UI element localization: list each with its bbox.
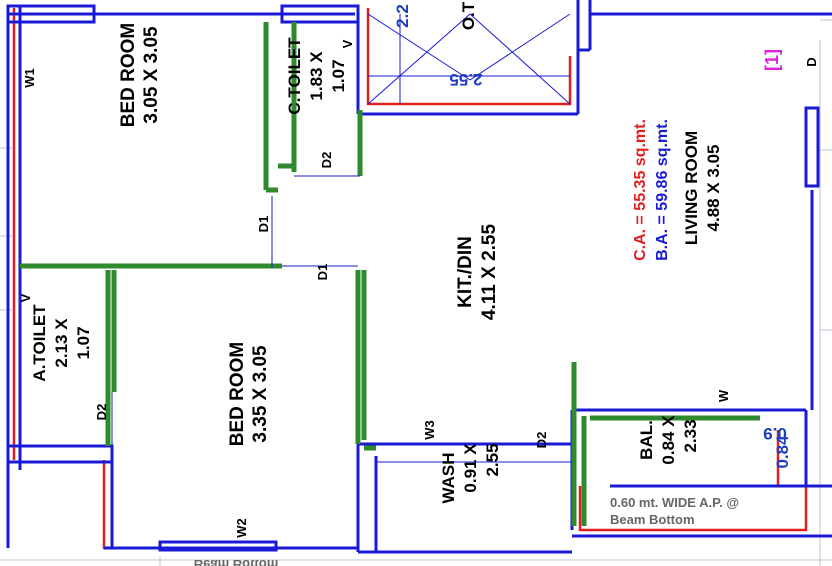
kit-din-name: KIT./DIN <box>455 236 476 308</box>
ap-note-line1: 0.60 mt. WIDE A.P. @ <box>610 495 739 510</box>
carpet-area-text: C.A. = 55.35 sq.mt. <box>632 119 649 261</box>
built-area-text: B.A. = 59.86 sq.mt. <box>654 119 671 261</box>
bal-width: 0.84 X <box>659 415 678 465</box>
tag-d1-bed2: D1 <box>315 264 330 281</box>
tag-d2-ctoilet: D2 <box>319 152 334 169</box>
c-toilet-name: C.TOILET <box>285 37 304 115</box>
tag-d-living: D <box>804 57 819 66</box>
bed-room-1-name: BED ROOM <box>118 23 139 128</box>
tag-w3: W3 <box>422 420 437 440</box>
a-toilet-width: 2.13 X <box>52 318 71 368</box>
living-room-size: 4.88 X 3.05 <box>704 145 723 232</box>
dim-bal-right: 0.84 <box>773 435 792 469</box>
bal-height: 2.33 <box>681 419 700 452</box>
c-toilet-height: 1.07 <box>329 59 348 92</box>
ap-note-line2: Beam Bottom <box>610 512 695 527</box>
a-toilet-height: 1.07 <box>74 326 93 359</box>
bed-room-1-size: 3.05 X 3.05 <box>141 26 162 124</box>
tag-d1-bed1: D1 <box>256 216 271 233</box>
tag-d2-atoilet: D2 <box>94 404 109 421</box>
living-room-name: LIVING ROOM <box>682 131 701 245</box>
tag-v-atoilet: V <box>18 293 33 302</box>
bal-name: BAL. <box>637 420 656 460</box>
beam-bottom-mirrored: Beam Bottom <box>194 557 279 566</box>
outer-walls <box>6 0 832 554</box>
tag-w2: W2 <box>234 518 249 538</box>
tag-w-living: W <box>716 389 731 402</box>
dim-bal-left: 0.9 <box>763 424 787 443</box>
door-openings <box>111 175 572 463</box>
a-toilet-name: A.TOILET <box>30 304 49 382</box>
ot-shaft-diagonals <box>367 13 571 105</box>
tag-d2-wash: D2 <box>534 432 549 449</box>
bed-room-2-name: BED ROOM <box>227 342 248 447</box>
internal-walls <box>20 22 760 526</box>
wash-width: 0.91 X <box>461 443 480 493</box>
grid-lines <box>0 19 832 566</box>
tag-w1: W1 <box>22 68 37 88</box>
bed-room-2-size: 3.35 X 3.05 <box>250 345 271 443</box>
wash-height: 2.55 <box>483 443 502 476</box>
kit-din-size: 4.11 X 2.55 <box>479 224 500 321</box>
dim-ot-height: 2.2 <box>393 4 412 28</box>
wash-name: WASH <box>439 453 458 504</box>
c-toilet-width: 1.83 X <box>307 51 326 101</box>
unit-marker: [1] <box>762 49 782 71</box>
ot-name: O.T <box>459 1 478 30</box>
tag-v-ctoilet: V <box>340 39 355 48</box>
dim-ot-width: 2.55 <box>449 70 482 89</box>
